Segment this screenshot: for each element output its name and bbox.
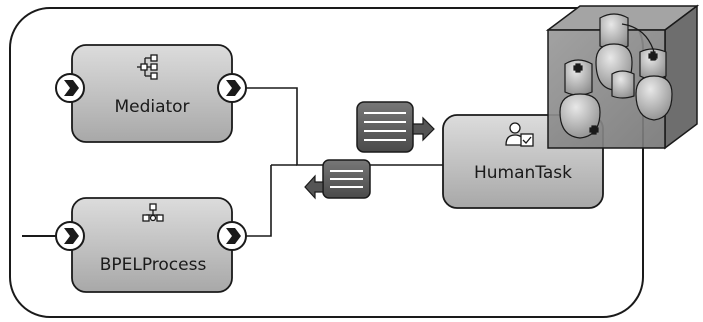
mediator-label: Mediator [114, 97, 189, 117]
reference-interface-icon[interactable] [304, 159, 371, 200]
wires [22, 87, 443, 237]
bpel-component[interactable]: BPELProcess [71, 197, 233, 293]
mediator-icon [137, 54, 158, 80]
wire-mediator [246, 87, 343, 166]
bpel-service-port[interactable] [55, 221, 85, 251]
humantask-icon [505, 122, 534, 147]
wire-bpel [246, 165, 272, 237]
humantask-label: HumanTask [474, 163, 572, 183]
bpel-reference-port[interactable] [217, 221, 247, 251]
bpel-icon [142, 203, 164, 222]
mediator-component[interactable]: Mediator [71, 44, 233, 143]
mediator-reference-port[interactable] [217, 73, 247, 103]
human-workflow-cube-icon [545, 4, 700, 150]
mediator-service-port[interactable] [55, 73, 85, 103]
service-interface-icon[interactable] [356, 101, 435, 153]
bpel-label: BPELProcess [100, 255, 207, 275]
